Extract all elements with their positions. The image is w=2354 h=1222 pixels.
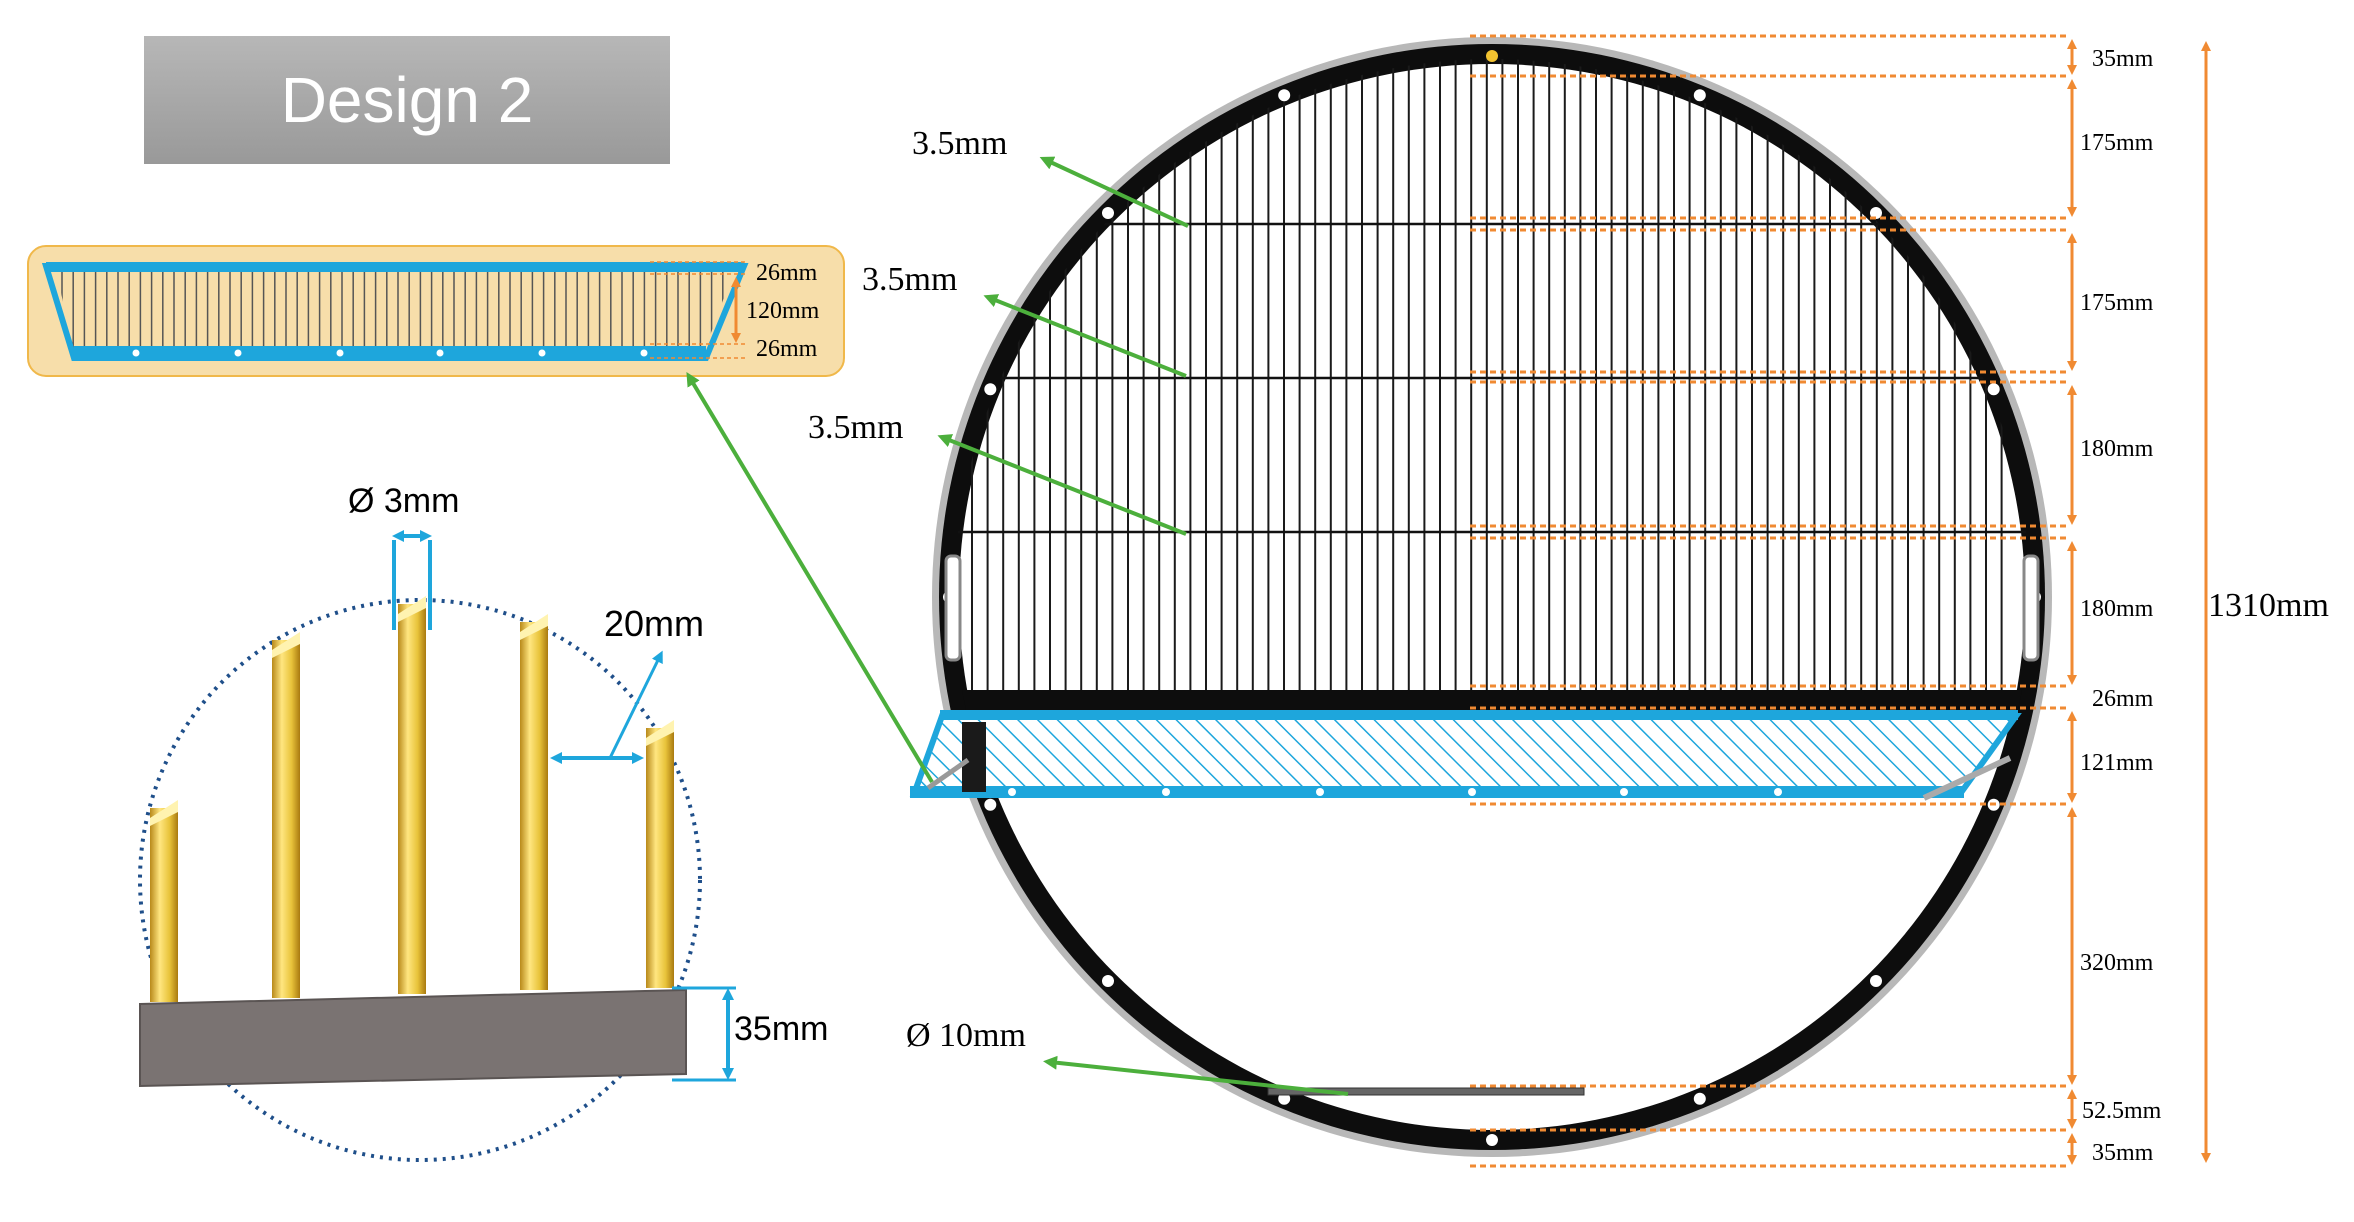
- trough-top-band: [940, 710, 2018, 720]
- trough-hole-0: [1008, 788, 1016, 796]
- bar-thickness-label-1: 3.5mm: [912, 125, 1007, 162]
- bar-thickness-label-2: 3.5mm: [862, 261, 957, 298]
- inset-label-top: 26mm: [756, 260, 818, 286]
- inset-bar-grid: [61, 270, 724, 352]
- dim-label-9: 52.5mm: [2082, 1098, 2162, 1124]
- trough-left-cap: [962, 722, 986, 792]
- callout-arrows: [686, 156, 1349, 1096]
- inset-hole-3: [436, 349, 444, 357]
- rod-top-3: [520, 614, 548, 640]
- dim-label-3: 175mm: [2080, 290, 2154, 316]
- rod-diameter-label: Ø 3mm: [348, 482, 459, 520]
- rod-3: [520, 622, 548, 990]
- rod-spacing-leader: [608, 650, 663, 759]
- inset-background: [27, 245, 845, 377]
- rod-top-0: [150, 800, 178, 826]
- design-title-badge: Design 2: [144, 36, 670, 164]
- inset-bottom-band: [74, 346, 706, 360]
- inset-hole-0: [132, 349, 140, 357]
- inner-field: [959, 64, 2025, 1130]
- ring-hole-7: [1693, 1092, 1706, 1105]
- rod-spacing-label: 20mm: [604, 603, 704, 644]
- hatched-trough: [909, 713, 2022, 797]
- rod-top-1: [272, 632, 300, 658]
- dim-label-5: 180mm: [2080, 596, 2154, 622]
- bottom-rod: [1267, 1087, 1585, 1096]
- design-title: Design 2: [280, 64, 534, 136]
- ring-hole-9: [1278, 1092, 1291, 1105]
- inset-hole-2: [336, 349, 344, 357]
- trough-hole-4: [1620, 788, 1628, 796]
- inset-label-bottom: 26mm: [756, 336, 818, 362]
- dim-label-10: 35mm: [2092, 1140, 2154, 1166]
- base-height-label: 35mm: [734, 1010, 828, 1048]
- trough-hole-2: [1316, 788, 1324, 796]
- ring-hole-1: [1693, 89, 1706, 102]
- left-handle: [944, 554, 962, 662]
- inset-hole-1: [234, 349, 242, 357]
- inset-link-arrow: [686, 371, 934, 784]
- inset-hole-5: [640, 349, 648, 357]
- top-marker-dot: [1486, 50, 1498, 62]
- ring-hole-13: [984, 383, 997, 396]
- ring-hole-8: [1486, 1134, 1498, 1146]
- ring-bolt-holes: [943, 89, 2041, 1146]
- dim-label-7: 121mm: [2080, 750, 2154, 776]
- overall-height-label: 1310mm: [2208, 587, 2329, 624]
- inset-label-middle: 120mm: [746, 298, 820, 324]
- trough-hole-1: [1162, 788, 1170, 796]
- rod-group: [150, 596, 674, 1002]
- main-view: 35mm 175mm 175mm 180mm 180mm 26mm 121mm …: [686, 34, 2329, 1168]
- detail-magnifier-circle: [138, 598, 702, 1162]
- ring-hole-11: [984, 798, 997, 811]
- ring-hole-15: [1278, 89, 1291, 102]
- rod-0: [150, 808, 178, 1002]
- dim-label-2: 175mm: [2080, 130, 2154, 156]
- dimension-arrows: [2067, 39, 2211, 1165]
- rod-1: [272, 640, 300, 998]
- trough-hole-3: [1468, 788, 1476, 796]
- trough-hole-5: [1774, 788, 1782, 796]
- right-handle: [2022, 554, 2040, 662]
- trough-bottom-band: [910, 786, 1964, 798]
- dim-label-6: 26mm: [2092, 686, 2154, 712]
- trough-left-strut: [926, 757, 970, 791]
- dim-label-4: 180mm: [2080, 436, 2154, 462]
- rod-detail: Ø 3mm 20mm 35mm: [138, 482, 828, 1162]
- inset-top-band: [46, 262, 744, 272]
- ring-hole-14: [1102, 207, 1114, 219]
- ring-hole-6: [1870, 975, 1882, 987]
- dim-label-8: 320mm: [2080, 950, 2154, 976]
- rod-top-4: [646, 720, 674, 746]
- dimension-extension-lines: [1470, 34, 2070, 1168]
- inset-hole-dots: [132, 349, 648, 357]
- rod-top-2: [398, 596, 426, 622]
- ring-hole-2: [1870, 207, 1882, 219]
- trough-holes: [1008, 788, 1782, 796]
- ring-hole-3: [1987, 383, 2000, 396]
- bar-thickness-label-3: 3.5mm: [808, 409, 903, 446]
- bottom-rod-label: Ø 10mm: [906, 1017, 1026, 1054]
- rod-4: [646, 728, 674, 988]
- ring-hole-10: [1102, 975, 1114, 987]
- rod-2: [398, 604, 426, 994]
- inset-hole-4: [538, 349, 546, 357]
- rod-base-plate: [139, 988, 687, 1088]
- trough-right-strut: [1922, 755, 2012, 801]
- dim-label-1: 35mm: [2092, 46, 2154, 72]
- inset-cross-section: 26mm 120mm 26mm: [27, 245, 845, 377]
